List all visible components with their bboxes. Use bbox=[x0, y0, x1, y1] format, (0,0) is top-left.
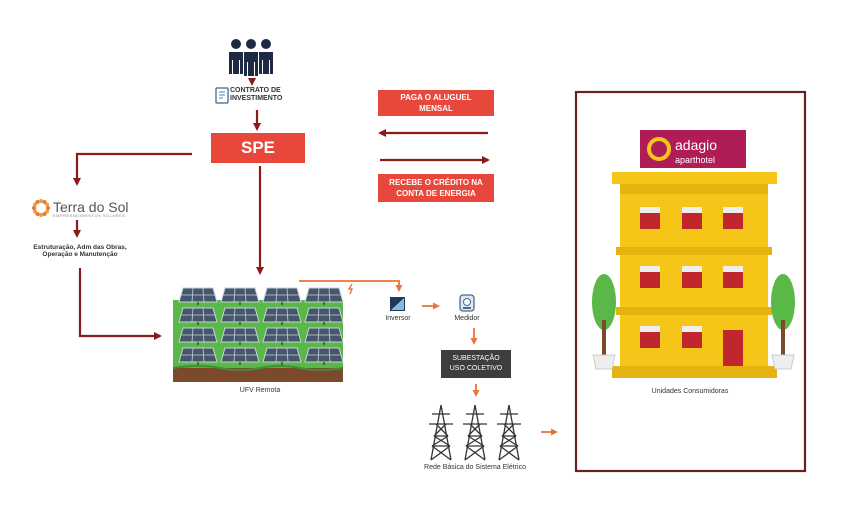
consumers-label: Unidades Consumidoras bbox=[651, 388, 729, 395]
company-services: Estruturação, Adm das Obras, Operação e … bbox=[33, 244, 127, 259]
spe-box: SPE bbox=[211, 133, 305, 163]
window-grid bbox=[640, 207, 743, 348]
energy-credit-box: RECEBE O CRÉDITO NA CONTA DE ENERGIA bbox=[378, 174, 494, 202]
meter-icon bbox=[459, 294, 475, 312]
flow-arrows-dark bbox=[73, 78, 490, 340]
hotel-building-icon bbox=[592, 172, 795, 378]
arrow-ufv-to-inverter bbox=[299, 280, 403, 292]
company-name: Terra do Sol bbox=[53, 199, 129, 215]
arrow-spe-to-terra-do-sol bbox=[73, 152, 192, 186]
adagio-brand-sub: aparthotel bbox=[675, 155, 715, 165]
transmission-tower-icon bbox=[429, 404, 521, 461]
grid-label: Rede Básica do Sistema Elétrico bbox=[424, 464, 526, 471]
flow-arrows-orange bbox=[299, 280, 558, 436]
sun-logo-icon bbox=[32, 199, 50, 217]
inverter-label: Inversor bbox=[385, 315, 411, 322]
solar-plant bbox=[172, 287, 344, 382]
door bbox=[723, 330, 743, 366]
adagio-sign: adagio aparthotel bbox=[640, 130, 746, 168]
arrow-services-to-ufv bbox=[78, 268, 162, 340]
company-tagline: EMPREENDIMENTOS SOLARES bbox=[53, 213, 126, 218]
solar-panel-icon bbox=[178, 287, 344, 365]
adagio-logo-icon bbox=[647, 137, 671, 161]
spe-label: SPE bbox=[240, 138, 276, 157]
substation-box: SUBESTAÇÃO USO COLETIVO bbox=[441, 350, 511, 378]
meter-label: Medidor bbox=[454, 315, 480, 322]
inverter-icon bbox=[390, 297, 405, 311]
contract-label: CONTRATO DE INVESTIMENTO bbox=[230, 87, 283, 103]
ufv-label: UFV Remota bbox=[239, 387, 281, 394]
rent-payment-box: PAGA O ALUGUEL MENSAL bbox=[378, 90, 494, 116]
adagio-brand-name: adagio bbox=[675, 137, 717, 153]
group-people-icon bbox=[229, 39, 273, 76]
contract-document-icon bbox=[215, 87, 229, 104]
lightning-icon bbox=[347, 283, 354, 295]
